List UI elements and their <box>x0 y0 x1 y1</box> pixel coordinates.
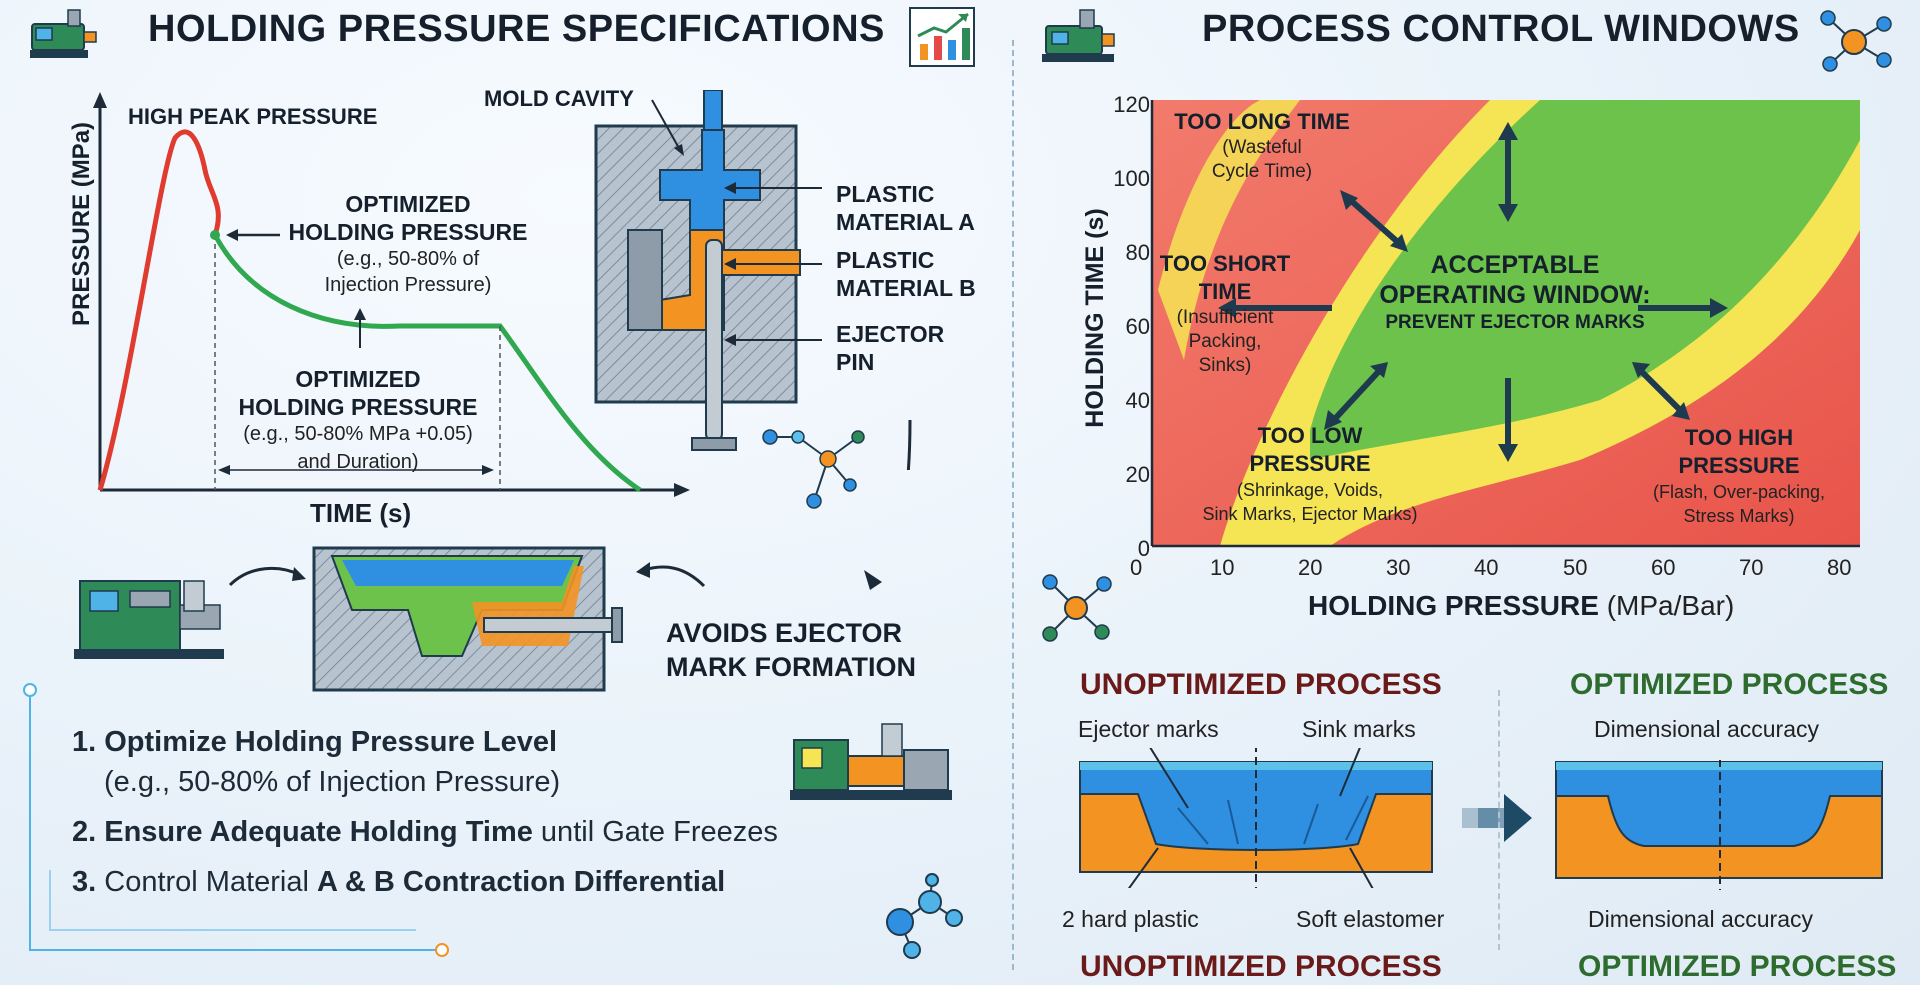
mold-cross-section <box>594 90 912 470</box>
unoptimized-part <box>1079 748 1433 888</box>
x-tick-labels: 0 10 20 30 40 50 60 70 80 <box>1130 555 1852 580</box>
material-a-label: PLASTIC MATERIAL A <box>836 181 975 235</box>
holding-pressure-curve <box>212 233 642 493</box>
mold-cavity-label: MOLD CAVITY <box>484 86 634 111</box>
machine-icon-small <box>790 723 952 800</box>
material-b-region <box>659 229 801 331</box>
ejector-marks-label: Ejector marks <box>1078 716 1219 742</box>
optimized-title: OPTIMIZED PROCESS <box>1570 668 1889 701</box>
holding-note-1: OPTIMIZED HOLDING PRESSURE (e.g., 50-80%… <box>288 191 528 296</box>
compare-divider <box>1498 690 1500 950</box>
dim-accuracy-top: Dimensional accuracy <box>1594 716 1819 742</box>
graph-x-label: TIME (s) <box>310 498 412 528</box>
peak-pressure-label: HIGH PEAK PRESSURE <box>128 104 378 129</box>
mold-ejector-assembly <box>74 566 306 659</box>
step-1-detail: (e.g., 50-80% of Injection Pressure) <box>104 766 561 798</box>
molecule-icon-bottom <box>886 873 963 959</box>
sink-marks-label: Sink marks <box>1302 716 1416 742</box>
molecule-icon <box>762 429 865 509</box>
ejector-pin <box>705 239 723 441</box>
molecule-icon-mid <box>1042 574 1112 642</box>
step-2: 2. Ensure Adequate Holding Time until Ga… <box>72 816 778 848</box>
peak-pressure-curve <box>97 129 221 491</box>
center-divider <box>1012 40 1014 970</box>
chart-x-label: HOLDING PRESSURE (MPa/Bar) <box>1308 590 1735 621</box>
unoptimized-bottom-title: UNOPTIMIZED PROCESS <box>1080 950 1442 983</box>
optimized-part <box>1555 760 1883 890</box>
sprue <box>703 90 723 131</box>
unoptimized-title: UNOPTIMIZED PROCESS <box>1080 668 1442 701</box>
holding-note-2: OPTIMIZED HOLDING PRESSURE (e.g., 50-80%… <box>238 366 478 473</box>
material-b-label: PLASTIC MATERIAL B <box>836 247 976 301</box>
optimized-bottom-title: OPTIMIZED PROCESS <box>1578 950 1897 983</box>
process-window-chart <box>1150 100 1860 548</box>
right-title: PROCESS CONTROL WINDOWS <box>1202 8 1800 50</box>
molecule-icon-top-right <box>1820 10 1892 72</box>
left-title: HOLDING PRESSURE SPECIFICATIONS <box>148 8 885 50</box>
step-3: 3. Control Material A & B Contraction Di… <box>72 866 726 898</box>
zone-too-long: TOO LONG TIME (Wasteful Cycle Time) <box>1174 109 1350 182</box>
step-1: 1. Optimize Holding Pressure Level <box>72 726 558 758</box>
dim-accuracy-bottom: Dimensional accuracy <box>1588 906 1813 932</box>
material-a-region <box>659 129 761 231</box>
ejector-rod <box>483 617 615 633</box>
zone-too-high: TOO HIGH PRESSURE (Flash, Over-packing, … <box>1652 425 1826 526</box>
steps-list: 1. Optimize Holding Pressure Level (e.g.… <box>72 722 778 902</box>
growth-chart-icon <box>909 7 975 67</box>
injection-machine-icon-right <box>1042 9 1115 62</box>
pressure-time-graph <box>93 92 690 497</box>
circuit-line-decoration <box>23 683 449 957</box>
zone-acceptable: ACCEPTABLE OPERATING WINDOW: PREVENT EJE… <box>1379 251 1651 333</box>
ejector-pin-label: EJECTOR PIN <box>836 321 945 375</box>
injection-machine-icon <box>30 9 97 58</box>
y-tick-labels: 0 20 40 60 80 100 120 <box>1113 92 1150 561</box>
curved-arrow-head-icon <box>864 570 882 590</box>
hard-plastic-label: 2 hard plastic <box>1062 906 1199 932</box>
molded-part-cross-section <box>312 546 623 692</box>
soft-elastomer-label: Soft elastomer <box>1296 906 1445 932</box>
green-zone <box>1310 100 1860 460</box>
zone-too-short: TOO SHORT TIME (Insufficient Packing, Si… <box>1159 251 1291 376</box>
transition-arrow <box>1462 794 1532 842</box>
zone-too-low: TOO LOW PRESSURE (Shrinkage, Voids, Sink… <box>1202 423 1418 524</box>
graph-y-label: PRESSURE (MPa) <box>68 121 95 326</box>
arrow-into-mold <box>636 562 706 588</box>
avoids-ejector-label: AVOIDS EJECTOR MARK FORMATION <box>666 618 916 682</box>
